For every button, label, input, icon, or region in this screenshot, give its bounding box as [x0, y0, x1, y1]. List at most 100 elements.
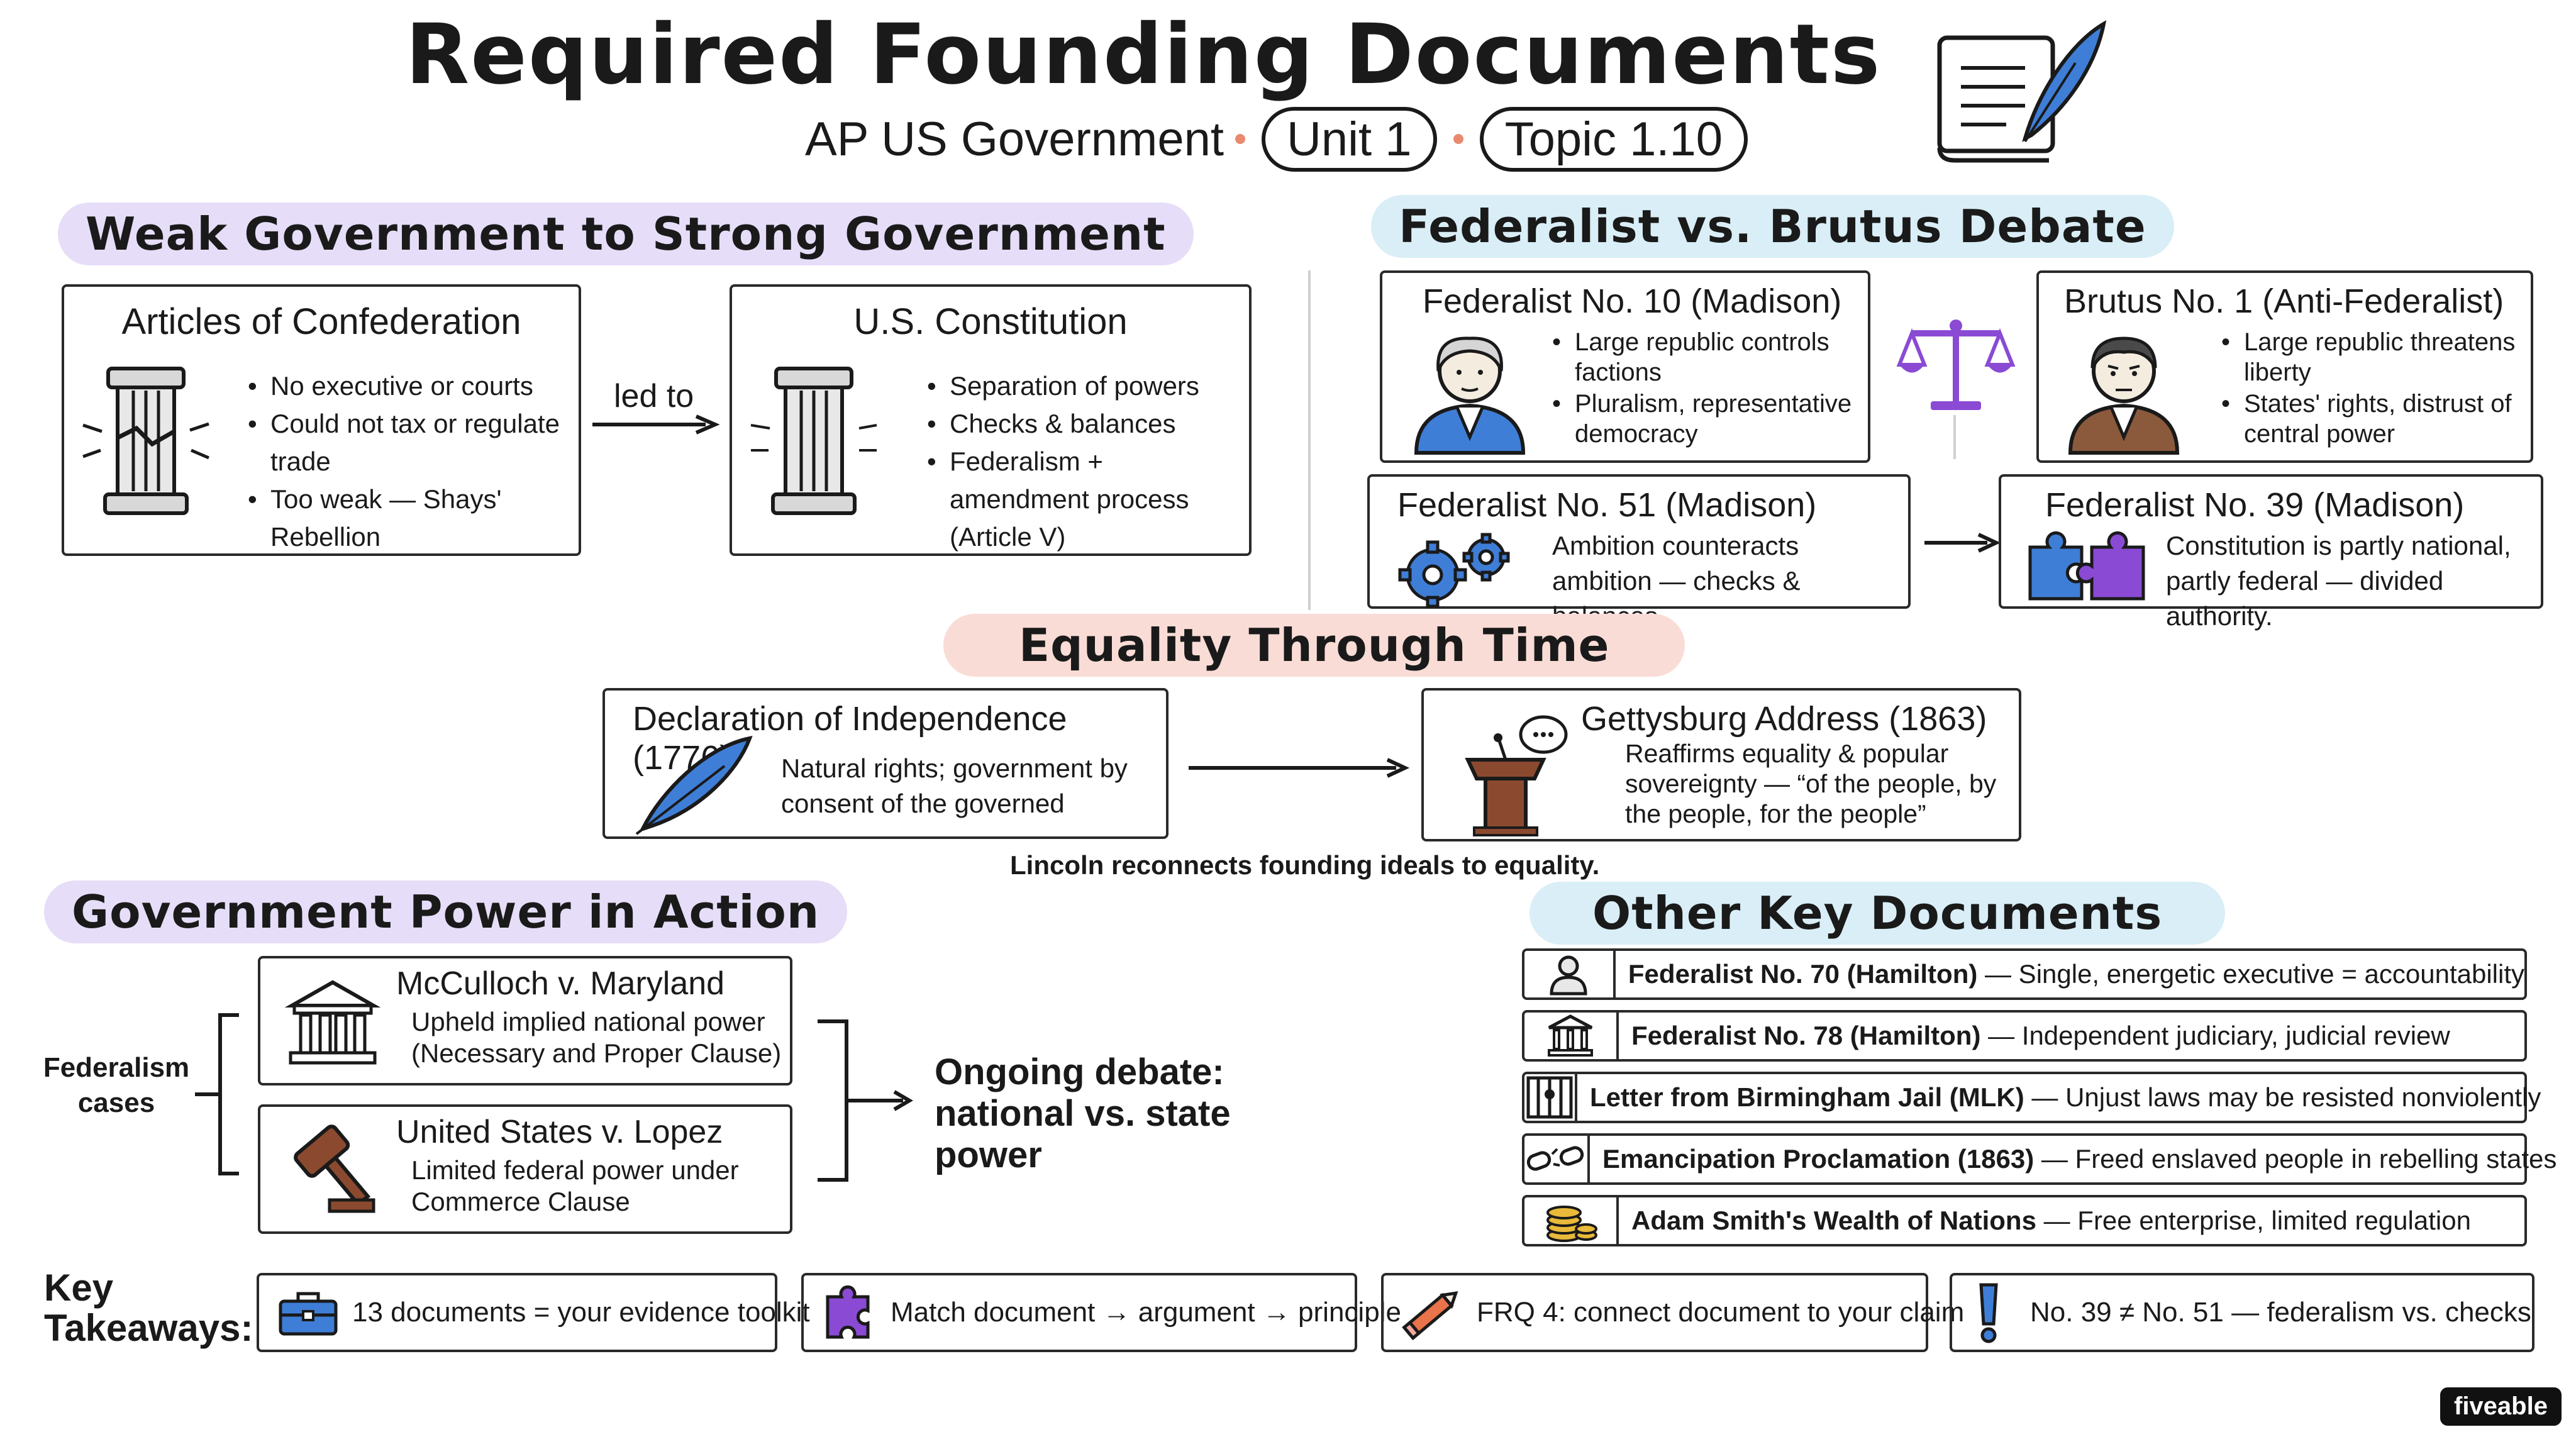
left-bracket — [195, 1013, 245, 1176]
federalism-cases-label: Federalism cases — [43, 1052, 190, 1118]
key-takeaways-label: Key Takeaways: — [44, 1267, 253, 1349]
list-item: Emancipation Proclamation (1863) — Freed… — [1522, 1133, 2557, 1185]
subtitle: AP US Government Unit 1 Topic 1.10 — [805, 104, 1753, 174]
card-title: Brutus No. 1 (Anti-Federalist) — [2064, 282, 2504, 320]
lopez-card: United States v. Lopez Limited federal p… — [258, 1104, 792, 1234]
card-text: Natural rights; government by consent of… — [781, 753, 1128, 818]
equality-caption: Lincoln reconnects founding ideals to eq… — [1010, 850, 1600, 880]
document-desc: — Free enterprise, limited regulation — [2036, 1206, 2471, 1235]
gettysburg-card: Gettysburg Address (1863) Reaffirms equa… — [1421, 688, 2021, 841]
section-heading-weak-to-strong: Weak Government to Strong Government — [58, 203, 1194, 265]
section-divider — [1308, 270, 1311, 610]
takeaway-text: No. 39 ≠ No. 51 — federalism vs. checks — [2030, 1297, 2531, 1328]
bullet: Large republic threatens liberty — [2221, 327, 2523, 387]
federalist-51-card: Federalist No. 51 (Madison) Ambition cou… — [1367, 474, 1911, 631]
document-name: Adam Smith's Wealth of Nations — [1631, 1206, 2036, 1235]
section-heading-other: Other Key Documents — [1530, 882, 2226, 945]
card-title: Federalist No. 10 (Madison) — [1423, 282, 1842, 320]
pencil-icon — [1402, 1291, 1458, 1341]
madison-portrait-icon — [1410, 327, 1530, 455]
bullet: No executive or courts — [248, 367, 569, 405]
pillar-icon — [750, 356, 877, 519]
other-documents-list: Federalist No. 70 (Hamilton) — Single, e… — [1522, 948, 2557, 1246]
unit-pill: Unit 1 — [1262, 106, 1437, 172]
takeaway-text: 13 documents = your evidence toolkit — [352, 1297, 810, 1328]
broken-pillar-icon — [82, 356, 209, 519]
arrow-right-icon — [1924, 533, 2001, 553]
courthouse-icon — [1524, 1010, 1619, 1062]
takeaway-text: FRQ 4: connect document to your claim — [1477, 1297, 1965, 1328]
scroll-quill-icon — [1931, 19, 2113, 164]
document-desc: — Single, energetic executive = accounta… — [1977, 959, 2524, 989]
takeaway-text: Match document → argument → principle — [891, 1297, 1401, 1328]
broken-chain-icon — [1524, 1133, 1590, 1185]
section-heading-debate: Federalist vs. Brutus Debate — [1371, 195, 2174, 258]
gavel-icon — [286, 1122, 380, 1216]
course-label: AP US Government — [805, 112, 1224, 166]
bullet: Checks & balances — [927, 405, 1241, 443]
federalist-39-card: Federalist No. 39 (Madison) Constitution… — [1999, 474, 2543, 631]
list-item: Federalist No. 70 (Hamilton) — Single, e… — [1522, 948, 2527, 1000]
executive-icon — [1524, 948, 1616, 1000]
takeaway-item: FRQ 4: connect document to your claim — [1381, 1273, 1964, 1352]
arrow-right-icon — [592, 414, 720, 435]
document-desc: — Freed enslaved people in rebelling sta… — [2034, 1144, 2557, 1174]
page-title: Required Founding Documents — [405, 6, 1882, 103]
section-heading-power: Government Power in Action — [44, 880, 848, 943]
bullet: Pluralism, representative democracy — [1552, 389, 1860, 449]
bullet: Separation of powers — [927, 367, 1241, 405]
document-desc: — Unjust laws may be resisted nonviolent… — [2024, 1082, 2541, 1112]
bullet: Federalism + amendment process (Article … — [927, 443, 1241, 556]
jail-bars-icon — [1524, 1072, 1577, 1123]
articles-bullets: No executive or courts Could not tax or … — [248, 367, 569, 556]
card-title: Federalist No. 39 (Madison) — [2045, 486, 2465, 524]
brutus-1-card: Brutus No. 1 (Anti-Federalist) Large rep… — [2036, 270, 2533, 463]
list-item: Letter from Birmingham Jail (MLK) — Unju… — [1522, 1072, 2541, 1123]
led-to-label: led to — [614, 378, 694, 414]
bullet: Too weak — Shays' Rebellion — [248, 480, 569, 556]
coins-icon — [1524, 1195, 1619, 1246]
brand-logo: fiveable — [2440, 1387, 2562, 1426]
section-heading-equality: Equality Through Time — [943, 614, 1685, 677]
puzzle-pieces-icon — [2024, 531, 2150, 604]
articles-of-confederation-card: Articles of Confederation No executive o… — [62, 284, 581, 556]
bullet: Large republic controls factions — [1552, 327, 1860, 387]
document-name: Federalist No. 70 (Hamilton) — [1628, 959, 1978, 989]
mcculloch-card: McCulloch v. Maryland Upheld implied nat… — [258, 956, 792, 1085]
constitution-bullets: Separation of powers Checks & balances F… — [927, 367, 1241, 556]
card-title: U.S. Constitution — [853, 301, 1128, 342]
exclamation-icon — [1979, 1283, 1998, 1343]
gears-icon — [1395, 531, 1514, 608]
separator-dot — [1453, 134, 1463, 144]
brutus1-bullets: Large republic threatens liberty States'… — [2221, 327, 2523, 449]
topic-pill: Topic 1.10 — [1479, 106, 1748, 172]
separator-dot — [1235, 134, 1246, 144]
document-name: Emancipation Proclamation (1863) — [1602, 1144, 2035, 1174]
list-item: Adam Smith's Wealth of Nations — Free en… — [1522, 1195, 2527, 1246]
card-text: Limited federal power under Commerce Cla… — [411, 1155, 739, 1216]
card-title: Gettysburg Address (1863) — [1581, 700, 1987, 738]
scales-of-justice-icon — [1896, 314, 2016, 415]
card-title: Declaration of Independence (1776) — [633, 700, 1067, 777]
card-text: Reaffirms equality & popular sovereignty… — [1625, 739, 1997, 828]
podium-speech-icon — [1455, 709, 1568, 836]
takeaway-item: 13 documents = your evidence toolkit — [257, 1273, 810, 1352]
document-name: Federalist No. 78 (Hamilton) — [1631, 1021, 1981, 1050]
puzzle-icon — [826, 1285, 870, 1339]
bullet: States' rights, distrust of central powe… — [2221, 389, 2523, 449]
brutus-portrait-icon — [2064, 327, 2184, 455]
right-bracket — [815, 1019, 916, 1182]
card-title: United States v. Lopez — [396, 1114, 723, 1150]
takeaway-item: No. 39 ≠ No. 51 — federalism vs. checks — [1950, 1273, 2534, 1352]
quill-icon — [630, 735, 756, 835]
declaration-card: Declaration of Independence (1776) Natur… — [602, 688, 1169, 839]
debate-divider — [1953, 415, 1956, 459]
courthouse-icon — [284, 977, 381, 1065]
list-item: Federalist No. 78 (Hamilton) — Independe… — [1522, 1010, 2527, 1062]
document-desc: — Independent judiciary, judicial review — [1980, 1021, 2450, 1050]
fed10-bullets: Large republic controls factions Plurali… — [1552, 327, 1860, 449]
card-text: Constitution is partly national, partly … — [2166, 531, 2511, 631]
federalist-10-card: Federalist No. 10 (Madison) Large republ… — [1380, 270, 1870, 463]
card-title: Federalist No. 51 (Madison) — [1397, 486, 1817, 524]
arrow-right-icon — [1189, 758, 1410, 778]
